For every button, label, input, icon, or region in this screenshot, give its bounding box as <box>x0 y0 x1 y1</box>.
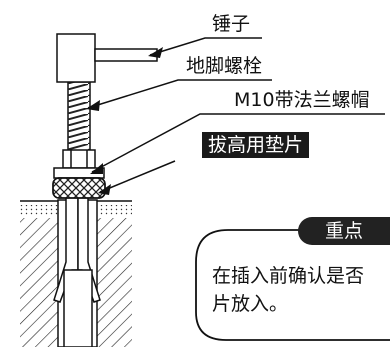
threaded-rod <box>67 81 91 153</box>
anchor-sleeve <box>53 195 101 347</box>
label-shim: 拔高用垫片 <box>202 132 310 158</box>
hammer-shape <box>56 33 158 83</box>
leader-arrows <box>86 47 163 195</box>
key-point-line-1: 在插入前确认是否 <box>212 265 365 287</box>
flange-nut <box>53 149 105 179</box>
key-point-text: 在插入前确认是否 片放入。 <box>212 262 390 318</box>
label-anchor-bolt: 地脚螺栓 <box>186 55 263 77</box>
leader-lines <box>87 37 385 193</box>
label-hammer: 锤子 <box>212 13 251 35</box>
key-point-line-2: 片放入。 <box>212 293 289 315</box>
note-frame <box>195 229 390 341</box>
label-flange-nut: M10带法兰螺帽 <box>234 89 370 111</box>
shim-washer <box>52 177 106 199</box>
key-point-badge: 重点 <box>298 217 390 245</box>
